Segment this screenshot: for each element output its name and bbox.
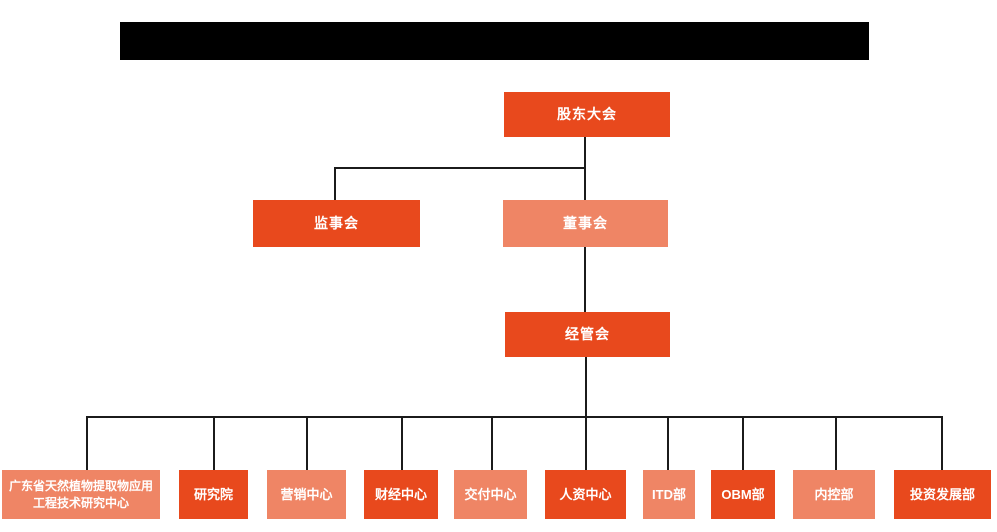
org-node-label: 财经中心 [374,486,427,502]
org-node-label: 经管会 [565,326,610,343]
org-node-label: 投资发展部 [909,486,975,502]
org-node-label: 营销中心 [280,486,333,502]
org-node-label: 监事会 [314,215,359,232]
connector-line [584,167,586,200]
org-node-finance-center: 财经中心 [364,470,438,519]
org-node-guangdong-research-center: 广东省天然植物提取物应用工程技术研究中心 [2,470,160,519]
connector-line [941,416,943,470]
connector-line [401,416,403,470]
connector-line [334,167,586,169]
org-node-label: 研究院 [193,486,233,502]
connector-rail [86,416,943,418]
org-node-label: 董事会 [563,215,608,232]
org-node-hr-center: 人资中心 [545,470,626,519]
connector-line [491,416,493,470]
org-node-label: 广东省天然植物提取物应用工程技术研究中心 [8,479,153,510]
redacted-title-bar [120,22,869,60]
org-node-label: 股东大会 [557,106,617,123]
connector-line [306,416,308,470]
connector-line [584,247,586,312]
connector-line [213,416,215,470]
org-node-supervisory-board: 监事会 [253,200,420,247]
org-node-label: ITD部 [652,486,686,502]
org-node-label: 交付中心 [464,486,517,502]
org-node-itd-department: ITD部 [643,470,695,519]
connector-line [86,416,88,470]
org-node-management-committee: 经管会 [505,312,670,357]
connector-line [835,416,837,470]
org-node-label: 人资中心 [559,486,612,502]
connector-line [585,416,587,470]
connector-line [585,357,587,417]
org-node-internal-control-department: 内控部 [793,470,875,519]
org-node-obm-department: OBM部 [711,470,775,519]
org-node-research-institute: 研究院 [179,470,248,519]
connector-line [667,416,669,470]
org-node-marketing-center: 营销中心 [267,470,346,519]
org-node-shareholders-meeting: 股东大会 [504,92,670,137]
org-node-delivery-center: 交付中心 [454,470,527,519]
org-node-label: 内控部 [814,486,854,502]
connector-line [334,167,336,200]
org-node-board-of-directors: 董事会 [503,200,668,247]
org-node-label: OBM部 [721,486,765,502]
connector-line [584,137,586,169]
connector-line [742,416,744,470]
org-node-investment-development-department: 投资发展部 [894,470,991,519]
